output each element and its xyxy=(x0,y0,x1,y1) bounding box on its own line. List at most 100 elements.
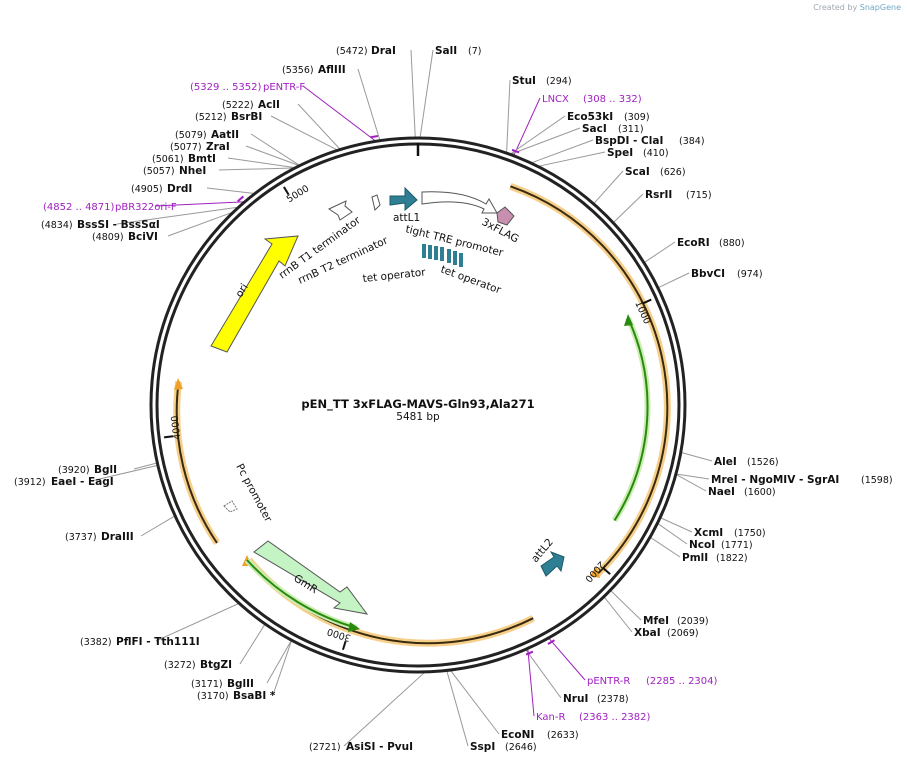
primer-range: (5329 .. 5352) xyxy=(190,82,262,93)
enzyme-pos: (311) xyxy=(618,124,644,135)
enzyme-name: AsiSI - PvuI xyxy=(346,741,413,753)
green-arc-right-core xyxy=(613,317,649,522)
enzyme-name: EcoRI xyxy=(677,237,710,249)
feature-shapes xyxy=(210,186,565,615)
enzyme-pos: (4809) xyxy=(92,232,124,243)
enzyme-pos: (410) xyxy=(643,148,669,159)
enzyme-pos: (384) xyxy=(679,136,705,147)
enzyme-leader-line xyxy=(506,79,511,153)
enzyme-leader-line xyxy=(510,115,566,155)
enzyme-name: BsaBI * xyxy=(233,690,276,702)
snapgene-logo: SnapGene xyxy=(859,3,901,12)
bp-tick-label: 1000 xyxy=(632,299,652,326)
enzyme-pos: (5079) xyxy=(175,130,207,141)
enzyme-name: AleI xyxy=(714,456,737,468)
enzyme-leader-line xyxy=(245,145,299,166)
enzyme-pos: (1526) xyxy=(747,457,779,468)
flag-arrow xyxy=(496,206,515,226)
attl2-arrow xyxy=(540,551,565,577)
enzyme-pos: (3920) xyxy=(58,465,90,476)
enzyme-leader-line xyxy=(644,241,676,263)
plasmid-length: 5481 bp xyxy=(396,411,440,423)
enzyme-pos: (5061) xyxy=(152,154,184,165)
enzyme-name: PflFI - Tth111I xyxy=(116,636,200,648)
enzyme-pos: (1598) xyxy=(861,475,893,486)
bp-tick-label: 2000 xyxy=(582,559,606,584)
feature-label-attl1: attL1 xyxy=(393,212,420,224)
enzyme-pos: (5356) xyxy=(282,65,314,76)
enzyme-leader-line xyxy=(660,517,693,533)
enzyme-name: MreI - NgoMIV - SgrAI xyxy=(711,474,839,486)
primer-name: Kan-R xyxy=(536,712,565,723)
primer-binding-mark xyxy=(370,134,379,139)
site-labels: (5472) DraI SalI (7) (5356) AflIII (5329… xyxy=(14,45,893,753)
enzyme-leader-line xyxy=(410,49,416,138)
enzyme-leader-line xyxy=(419,49,434,138)
enzyme-name: EcoNI xyxy=(501,729,534,741)
enzyme-leader-line xyxy=(90,465,158,482)
bp-tick-mark xyxy=(642,298,652,305)
enzyme-leader-line xyxy=(155,603,239,642)
primer-binding-mark xyxy=(525,650,534,656)
attl1-arrow xyxy=(389,186,418,212)
enzyme-pos: (309) xyxy=(624,112,650,123)
enzyme-name: AclI xyxy=(258,99,280,111)
orf-arc-left-core xyxy=(175,381,218,544)
credit-prefix: Created by xyxy=(813,3,858,12)
enzyme-leader-line xyxy=(613,193,644,223)
tre-promoter-arrow xyxy=(421,191,498,214)
enzyme-pos: (715) xyxy=(686,190,712,201)
enzyme-leader-line xyxy=(525,649,562,699)
enzyme-leader-line xyxy=(539,151,606,167)
enzyme-pos: (2069) xyxy=(667,628,699,639)
enzyme-name: PmlI xyxy=(682,552,708,564)
enzyme-name: BciVI xyxy=(128,231,158,243)
primer-leader-line xyxy=(302,85,376,141)
enzyme-leader-line xyxy=(657,523,688,545)
enzyme-name: SacI xyxy=(582,123,607,135)
bp-tick-mark xyxy=(283,186,290,196)
enzyme-leader-line xyxy=(206,187,254,194)
enzyme-pos: (2646) xyxy=(505,742,537,753)
enzyme-leader-line xyxy=(676,474,707,492)
orf-arrowhead-left xyxy=(174,378,183,390)
enzyme-leader-line xyxy=(357,68,381,140)
enzyme-name: XbaI xyxy=(634,627,661,639)
enzyme-leader-line xyxy=(218,167,293,171)
enzyme-leader-line xyxy=(140,515,175,537)
enzyme-leader-line xyxy=(116,206,238,225)
enzyme-name: NaeI xyxy=(708,486,735,498)
gmr-arrow xyxy=(253,540,369,615)
primer-range: (2363 .. 2382) xyxy=(579,712,651,723)
primer-binding-mark xyxy=(547,639,555,645)
enzyme-pos: (5057) xyxy=(143,166,175,177)
primer-name: pENTR-R xyxy=(587,676,630,687)
enzyme-pos: (4834) xyxy=(41,220,73,231)
enzyme-name: EaeI - EagI xyxy=(51,476,114,488)
enzyme-pos: (880) xyxy=(719,238,745,249)
enzyme-pos: (2378) xyxy=(597,694,629,705)
enzyme-name: BmtI xyxy=(188,153,216,165)
enzyme-name: BssSI - BssSαI xyxy=(77,219,160,231)
enzyme-name: RsrII xyxy=(645,189,672,201)
pc-promoter-arrow xyxy=(223,500,238,513)
enzyme-pos: (5472) xyxy=(336,46,368,57)
enzyme-name: BglII xyxy=(227,678,254,690)
primer-marks xyxy=(237,134,555,656)
primer-leader-line xyxy=(513,97,541,156)
enzyme-leader-line xyxy=(297,103,340,150)
feature-label-tet-operator-1: tet operator xyxy=(362,266,427,285)
enzyme-leader-line xyxy=(450,670,500,735)
feature-label-pc-promoter: Pc promoter xyxy=(233,462,274,525)
enzyme-pos: (4905) xyxy=(131,184,163,195)
enzyme-pos: (294) xyxy=(546,76,572,87)
primer-name: pBR322ori-F xyxy=(115,202,177,213)
enzyme-pos: (3382) xyxy=(80,637,112,648)
enzyme-name: BspDI - ClaI xyxy=(595,135,663,147)
primer-leader-line xyxy=(154,201,244,207)
bp-tick-mark xyxy=(342,640,347,651)
enzyme-name: SpeI xyxy=(607,147,633,159)
enzyme-name: BglI xyxy=(94,464,117,476)
leader-lines xyxy=(90,49,713,747)
enzyme-pos: (1600) xyxy=(744,487,776,498)
